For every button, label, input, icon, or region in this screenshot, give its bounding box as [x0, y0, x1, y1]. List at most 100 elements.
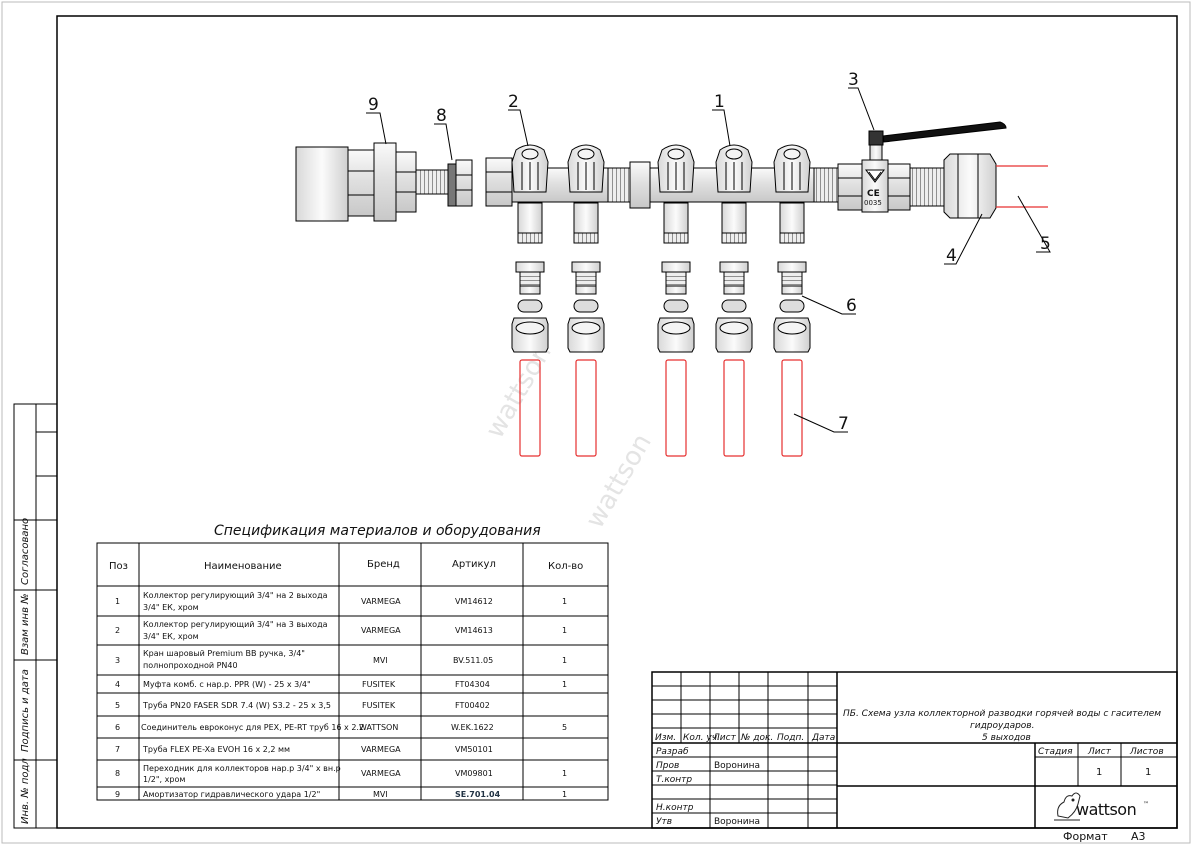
spec-row-3: 3 Кран шаровый Premium BB ручка, 3/4" по…: [115, 649, 567, 670]
spec-cell-name: Амортизатор гидравлического удара 1/2": [143, 790, 320, 799]
spec-cell-name: Труба PN20 FASER SDR 7.4 (W) S3.2 - 25 х…: [142, 701, 331, 710]
spec-cell-brand: MVI: [373, 790, 388, 799]
leader-lines: [366, 87, 1051, 433]
callout-3: 3: [848, 70, 859, 90]
spec-cell-brand: VARMEGA: [361, 769, 401, 778]
stamp-row-nkontr: Н.контр: [656, 803, 694, 813]
spec-cell-pos: 1: [115, 597, 120, 606]
stamp-col-doc: № док.: [740, 733, 773, 743]
document-title-line-1: ПБ. Схема узла коллекторной разводки гор…: [843, 709, 1161, 719]
callout-7: 7: [838, 414, 849, 434]
spec-cell-qty: 1: [562, 597, 567, 606]
stamp-stage-label: Стадия: [1038, 747, 1073, 757]
spec-cell-qty: 1: [562, 769, 567, 778]
spec-row-7: 7 Труба FLEX PE-Xa EVOH 16 х 2,2 мм VARM…: [115, 745, 493, 754]
spec-cell-article: VM09801: [455, 769, 493, 778]
spec-cell-name: Переходник для коллекторов нар.р 3/4" х …: [143, 764, 341, 773]
side-stamp-inv: Инв. № подл: [20, 758, 31, 824]
stamp-col-data: Дата: [811, 733, 835, 743]
format-label: Формат: [1063, 830, 1108, 843]
stamp-row-razrab: Разраб: [656, 747, 689, 757]
union-coupling: [909, 153, 997, 219]
stamp-sheet-label: Лист: [1087, 747, 1112, 757]
stamp-row-tkontr: Т.контр: [656, 775, 692, 785]
logo-text: wattson: [1076, 800, 1136, 819]
spec-cell-qty: 1: [562, 656, 567, 665]
spec-cell-article: W.EK.1622: [451, 723, 494, 732]
callout-1: 1: [714, 92, 725, 112]
spec-cell-article: BV.511.05: [453, 656, 493, 665]
wattson-logo: wattson ™: [1054, 792, 1149, 821]
spec-cell-name: 3/4" ЕК, хром: [143, 632, 199, 641]
spec-cell-name: Труба FLEX PE-Xa EVOH 16 х 2,2 мм: [142, 745, 290, 754]
stamp-name-prov: Воронина: [714, 761, 760, 771]
watermark-2: wattson: [580, 429, 658, 534]
callout-4: 4: [946, 246, 957, 266]
title-block: [651, 671, 1178, 829]
spec-row-5: 5 Труба PN20 FASER SDR 7.4 (W) S3.2 - 25…: [115, 701, 490, 710]
spec-cell-article: SE.701.04: [455, 790, 501, 799]
spec-cell-pos: 9: [115, 790, 120, 799]
document-title-line-2: гидроударов.: [970, 721, 1034, 731]
spec-cell-pos: 7: [115, 745, 120, 754]
spec-cell-article: VM14613: [455, 626, 493, 635]
adapter: [447, 159, 473, 207]
stamp-sheets-value: 1: [1145, 767, 1151, 778]
assembly-drawing: CE 0035: [295, 121, 1048, 457]
spec-cell-brand: MVI: [373, 656, 388, 665]
stamp-col-podp: Подп.: [777, 733, 804, 743]
collector-outlets: [511, 144, 811, 244]
spec-cell-pos: 3: [115, 656, 120, 665]
spec-cell-brand: FUSITEK: [362, 701, 396, 710]
spec-cell-article: VM14612: [455, 597, 493, 606]
stamp-col-izm: Изм.: [655, 733, 676, 743]
valve-code: 0035: [864, 199, 882, 207]
spec-cell-article: FT00402: [455, 701, 490, 710]
spec-cell-article: FT04304: [455, 680, 490, 689]
spec-header-article: Артикул: [452, 559, 496, 570]
stamp-col-kol: Кол. уч.: [683, 733, 720, 743]
spec-cell-pos: 2: [115, 626, 120, 635]
stamp-name-utv: Воронина: [714, 817, 760, 827]
spec-cell-name: полнопроходной PN40: [143, 661, 238, 670]
side-stamp-podpis: Подпись и дата: [20, 669, 31, 752]
document-title-line-3: 5 выходов: [982, 733, 1031, 743]
spec-cell-brand: VARMEGA: [361, 626, 401, 635]
water-hammer-arrestor: [295, 142, 449, 222]
spec-row-2: 2 Коллектор регулирующий 3/4" на 3 выход…: [115, 620, 567, 641]
stamp-sheets-label: Листов: [1129, 747, 1164, 757]
spec-cell-pos: 4: [115, 680, 120, 689]
format-value: А3: [1131, 830, 1146, 843]
spec-cell-qty: 5: [562, 723, 567, 732]
callout-2: 2: [508, 92, 519, 112]
spec-cell-pos: 5: [115, 701, 120, 710]
spec-header-pos: Поз: [109, 561, 128, 572]
spec-cell-qty: 1: [562, 790, 567, 799]
callout-6: 6: [846, 296, 857, 316]
spec-row-8: 8 Переходник для коллекторов нар.р 3/4" …: [115, 764, 567, 784]
side-stamp: [13, 403, 58, 829]
spec-cell-name: Кран шаровый Premium BB ручка, 3/4": [143, 649, 305, 658]
spec-cell-name: Коллектор регулирующий 3/4" на 3 выхода: [143, 620, 328, 629]
spec-cell-qty: 1: [562, 626, 567, 635]
spec-cell-brand: VARMEGA: [361, 597, 401, 606]
spec-cell-pos: 6: [115, 723, 120, 732]
spec-cell-brand: FUSITEK: [362, 680, 396, 689]
dog-icon: [1054, 792, 1081, 821]
spec-title: Спецификация материалов и оборудования: [214, 523, 541, 539]
callout-9: 9: [368, 95, 379, 115]
spec-cell-name: 3/4" ЕК, хром: [143, 603, 199, 612]
ball-valve: [837, 121, 1007, 213]
logo-trademark: ™: [1143, 801, 1149, 808]
spec-row-1: 1 Коллектор регулирующий 3/4" на 2 выход…: [115, 591, 567, 612]
spec-cell-name: 1/2", хром: [143, 775, 185, 784]
stamp-sheet-value: 1: [1096, 767, 1102, 778]
spec-row-9: 9 Амортизатор гидравлического удара 1/2"…: [115, 790, 567, 799]
eurocone-fittings: [511, 261, 811, 353]
stamp-col-list: Лист: [712, 733, 737, 743]
spec-row-4: 4 Муфта комб. с нар.р. PPR (W) - 25 х 3/…: [115, 680, 567, 689]
spec-table: [96, 542, 609, 801]
valve-ce-mark: CE: [867, 189, 880, 199]
side-stamp-soglasovano: Согласовано: [20, 518, 31, 585]
stamp-row-utv: Утв: [656, 817, 672, 827]
